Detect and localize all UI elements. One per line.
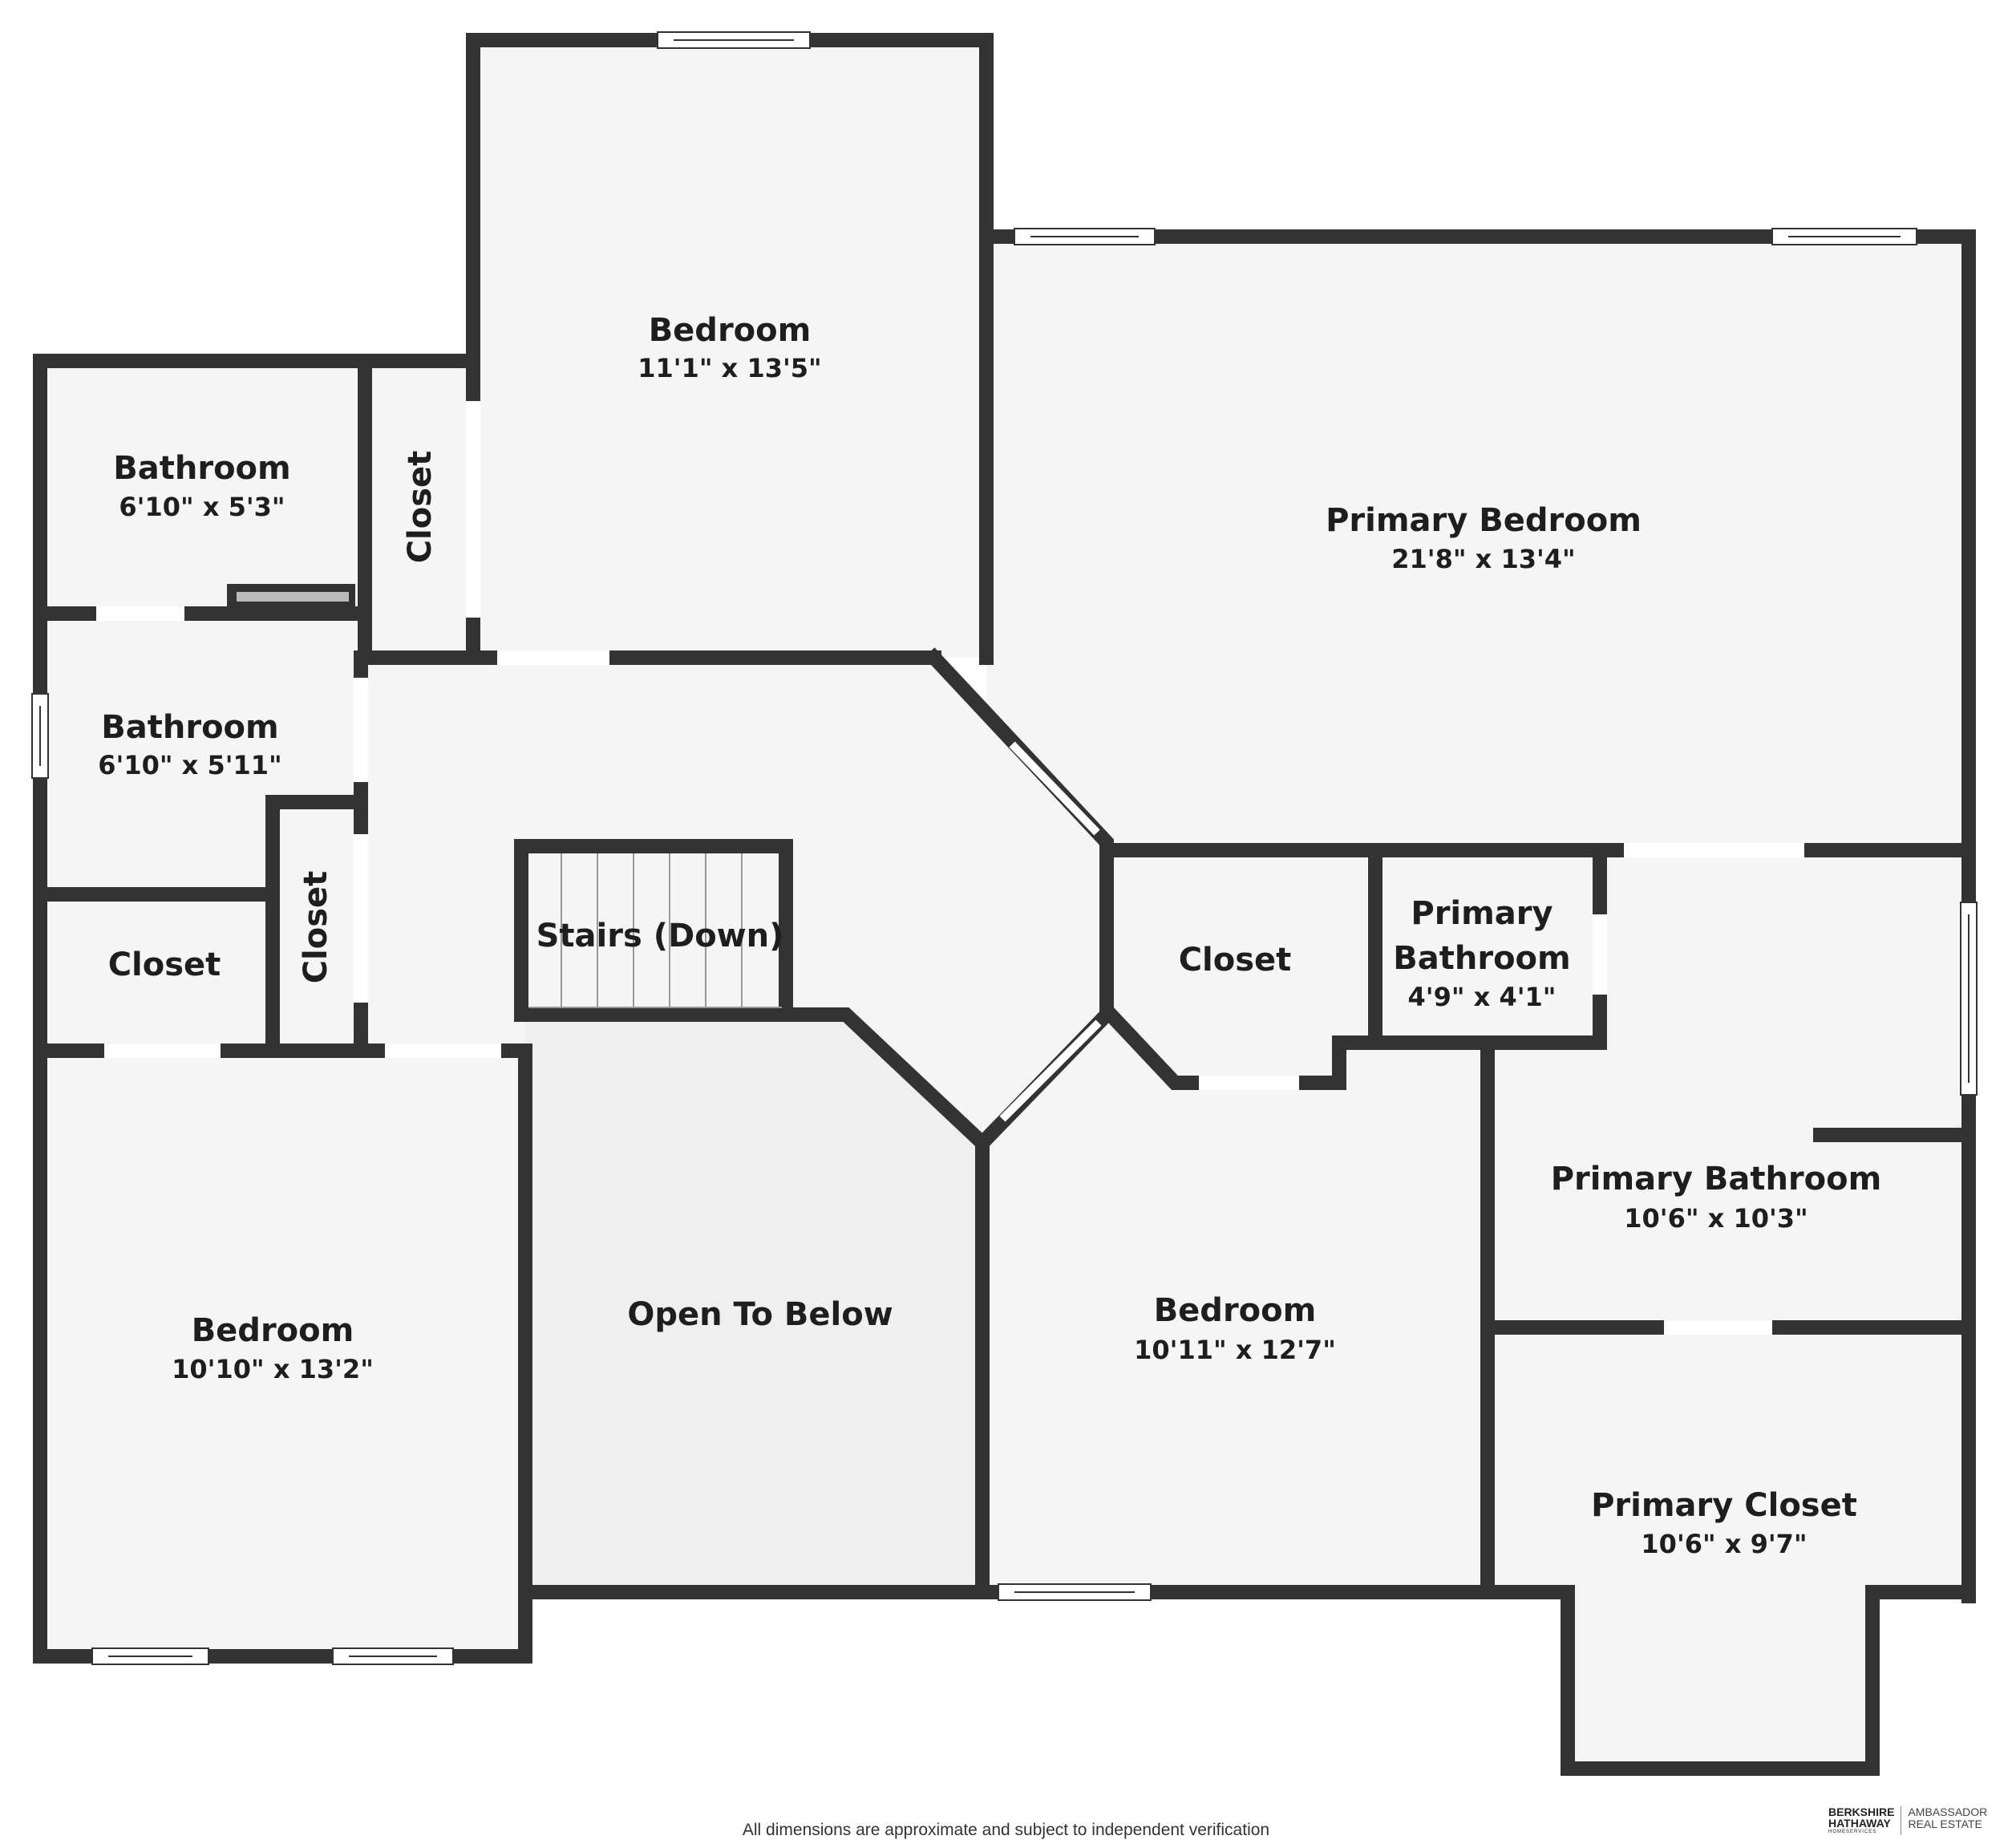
window-primary-left bbox=[1014, 228, 1156, 245]
logo-line1: BERKSHIRE bbox=[1828, 1805, 1895, 1818]
fill-bedroom-top bbox=[473, 40, 986, 658]
window-bedroom-left-1 bbox=[91, 1647, 209, 1665]
label-primary-bedroom: Primary Bedroom bbox=[1326, 502, 1642, 539]
fill-primary-closet bbox=[1488, 1327, 1965, 1769]
label-closet-center: Closet bbox=[1179, 942, 1292, 979]
fill-primary-bathroom bbox=[1488, 850, 1965, 1323]
dims-bathroom-upper: 6'10" x 5'3" bbox=[119, 492, 285, 522]
window-bedroom-left-2 bbox=[332, 1647, 454, 1665]
logo-line3: HOMESERVICES bbox=[1828, 1830, 1877, 1834]
fill-closet-vert-upper bbox=[365, 361, 473, 658]
fill-open-to-below bbox=[525, 1011, 978, 1592]
door-bedroom-top bbox=[497, 650, 609, 665]
dims-primary-bedroom: 21'8" x 13'4" bbox=[1391, 544, 1575, 574]
label-stairs: Stairs (Down) bbox=[536, 918, 784, 954]
label-bedroom-left: Bedroom bbox=[192, 1312, 354, 1349]
door-diagonal-lower bbox=[999, 1019, 1102, 1122]
room-labels: Bedroom 11'1" x 13'5" Primary Bedroom 21… bbox=[98, 312, 1881, 1559]
label-open-to-below: Open To Below bbox=[627, 1296, 893, 1333]
wall-closet-lower-box bbox=[265, 795, 368, 1054]
window-primary-bath bbox=[1960, 902, 1978, 1096]
dims-primary-bath-small: 4'9" x 4'1" bbox=[1408, 982, 1557, 1012]
door-closet-center bbox=[1199, 1076, 1299, 1090]
wall-outer-upper bbox=[466, 33, 1976, 1603]
label-closet-vert-upper: Closet bbox=[402, 451, 439, 564]
label-bedroom-top: Bedroom bbox=[649, 312, 812, 349]
door-primary-closet bbox=[1664, 1320, 1772, 1335]
fill-closet-center bbox=[1111, 850, 1367, 1083]
brand-logo: BERKSHIRE HATHAWAY HOMESERVICES AMBASSAD… bbox=[1828, 1806, 2009, 1843]
dims-primary-bathroom: 10'6" x 10'3" bbox=[1624, 1203, 1808, 1234]
door-diagonal-upper bbox=[1009, 741, 1100, 836]
fill-closet-vert-lower bbox=[277, 802, 361, 1047]
label-bathroom-lower: Bathroom bbox=[101, 709, 278, 746]
label-bathroom-upper: Bathroom bbox=[113, 450, 290, 487]
door-bath-upper bbox=[96, 606, 184, 621]
window-primary-right bbox=[1771, 228, 1917, 245]
label-primary-bath-small-2: Bathroom bbox=[1393, 940, 1570, 977]
label-closet-left: Closet bbox=[108, 946, 221, 983]
dims-bedroom-center: 10'11" x 12'7" bbox=[1134, 1335, 1336, 1365]
label-primary-closet: Primary Closet bbox=[1591, 1487, 1857, 1524]
fill-closet-left bbox=[40, 894, 273, 1047]
door-primary-bed bbox=[1624, 843, 1804, 857]
dims-bedroom-top: 11'1" x 13'5" bbox=[638, 353, 821, 383]
window-bath-lower bbox=[31, 693, 49, 779]
windows bbox=[31, 31, 1978, 1665]
fill-bathroom-upper bbox=[40, 361, 357, 614]
window-bedroom-top bbox=[657, 31, 811, 49]
door-closet-upper bbox=[466, 401, 480, 618]
label-primary-bathroom: Primary Bathroom bbox=[1551, 1161, 1882, 1198]
door-primary-bath-small bbox=[1593, 914, 1607, 995]
label-closet-vert-lower: Closet bbox=[298, 871, 334, 984]
office-line1: AMBASSADOR bbox=[1908, 1805, 1988, 1818]
wall-stairs bbox=[514, 839, 793, 1022]
dims-bathroom-lower: 6'10" x 5'11" bbox=[98, 750, 281, 780]
logo-line2: HATHAWAY bbox=[1828, 1817, 1891, 1830]
dims-bedroom-left: 10'10" x 13'2" bbox=[172, 1354, 374, 1384]
office-line2: REAL ESTATE bbox=[1908, 1818, 1982, 1830]
label-primary-bath-small-1: Primary bbox=[1411, 895, 1553, 932]
fill-primary-bedroom bbox=[986, 237, 1965, 850]
door-bath-lower bbox=[354, 678, 368, 782]
dims-primary-closet: 10'6" x 9'7" bbox=[1641, 1529, 1807, 1559]
fill-bedroom-center bbox=[978, 1015, 1488, 1592]
door-closet-lower-vert bbox=[354, 834, 368, 1003]
logo-office-block: AMBASSADOR REAL ESTATE bbox=[1901, 1806, 1987, 1830]
room-fills bbox=[40, 40, 1965, 1769]
wall-hatch-inner bbox=[237, 592, 349, 602]
doorways bbox=[96, 401, 1804, 1335]
window-bedroom-center bbox=[998, 1583, 1152, 1601]
stair-treads bbox=[529, 853, 782, 1008]
door-closet-left bbox=[104, 1044, 221, 1058]
fill-bedroom-left bbox=[40, 1051, 525, 1656]
door-bedroom-left bbox=[385, 1044, 501, 1058]
label-bedroom-center: Bedroom bbox=[1154, 1292, 1317, 1329]
wall-open-below bbox=[518, 1007, 990, 1599]
logo-brand-block: BERKSHIRE HATHAWAY HOMESERVICES bbox=[1828, 1805, 1902, 1835]
wall-closet-center bbox=[1100, 1004, 1495, 1599]
disclaimer-text: All dimensions are approximate and subje… bbox=[742, 1821, 1270, 1839]
